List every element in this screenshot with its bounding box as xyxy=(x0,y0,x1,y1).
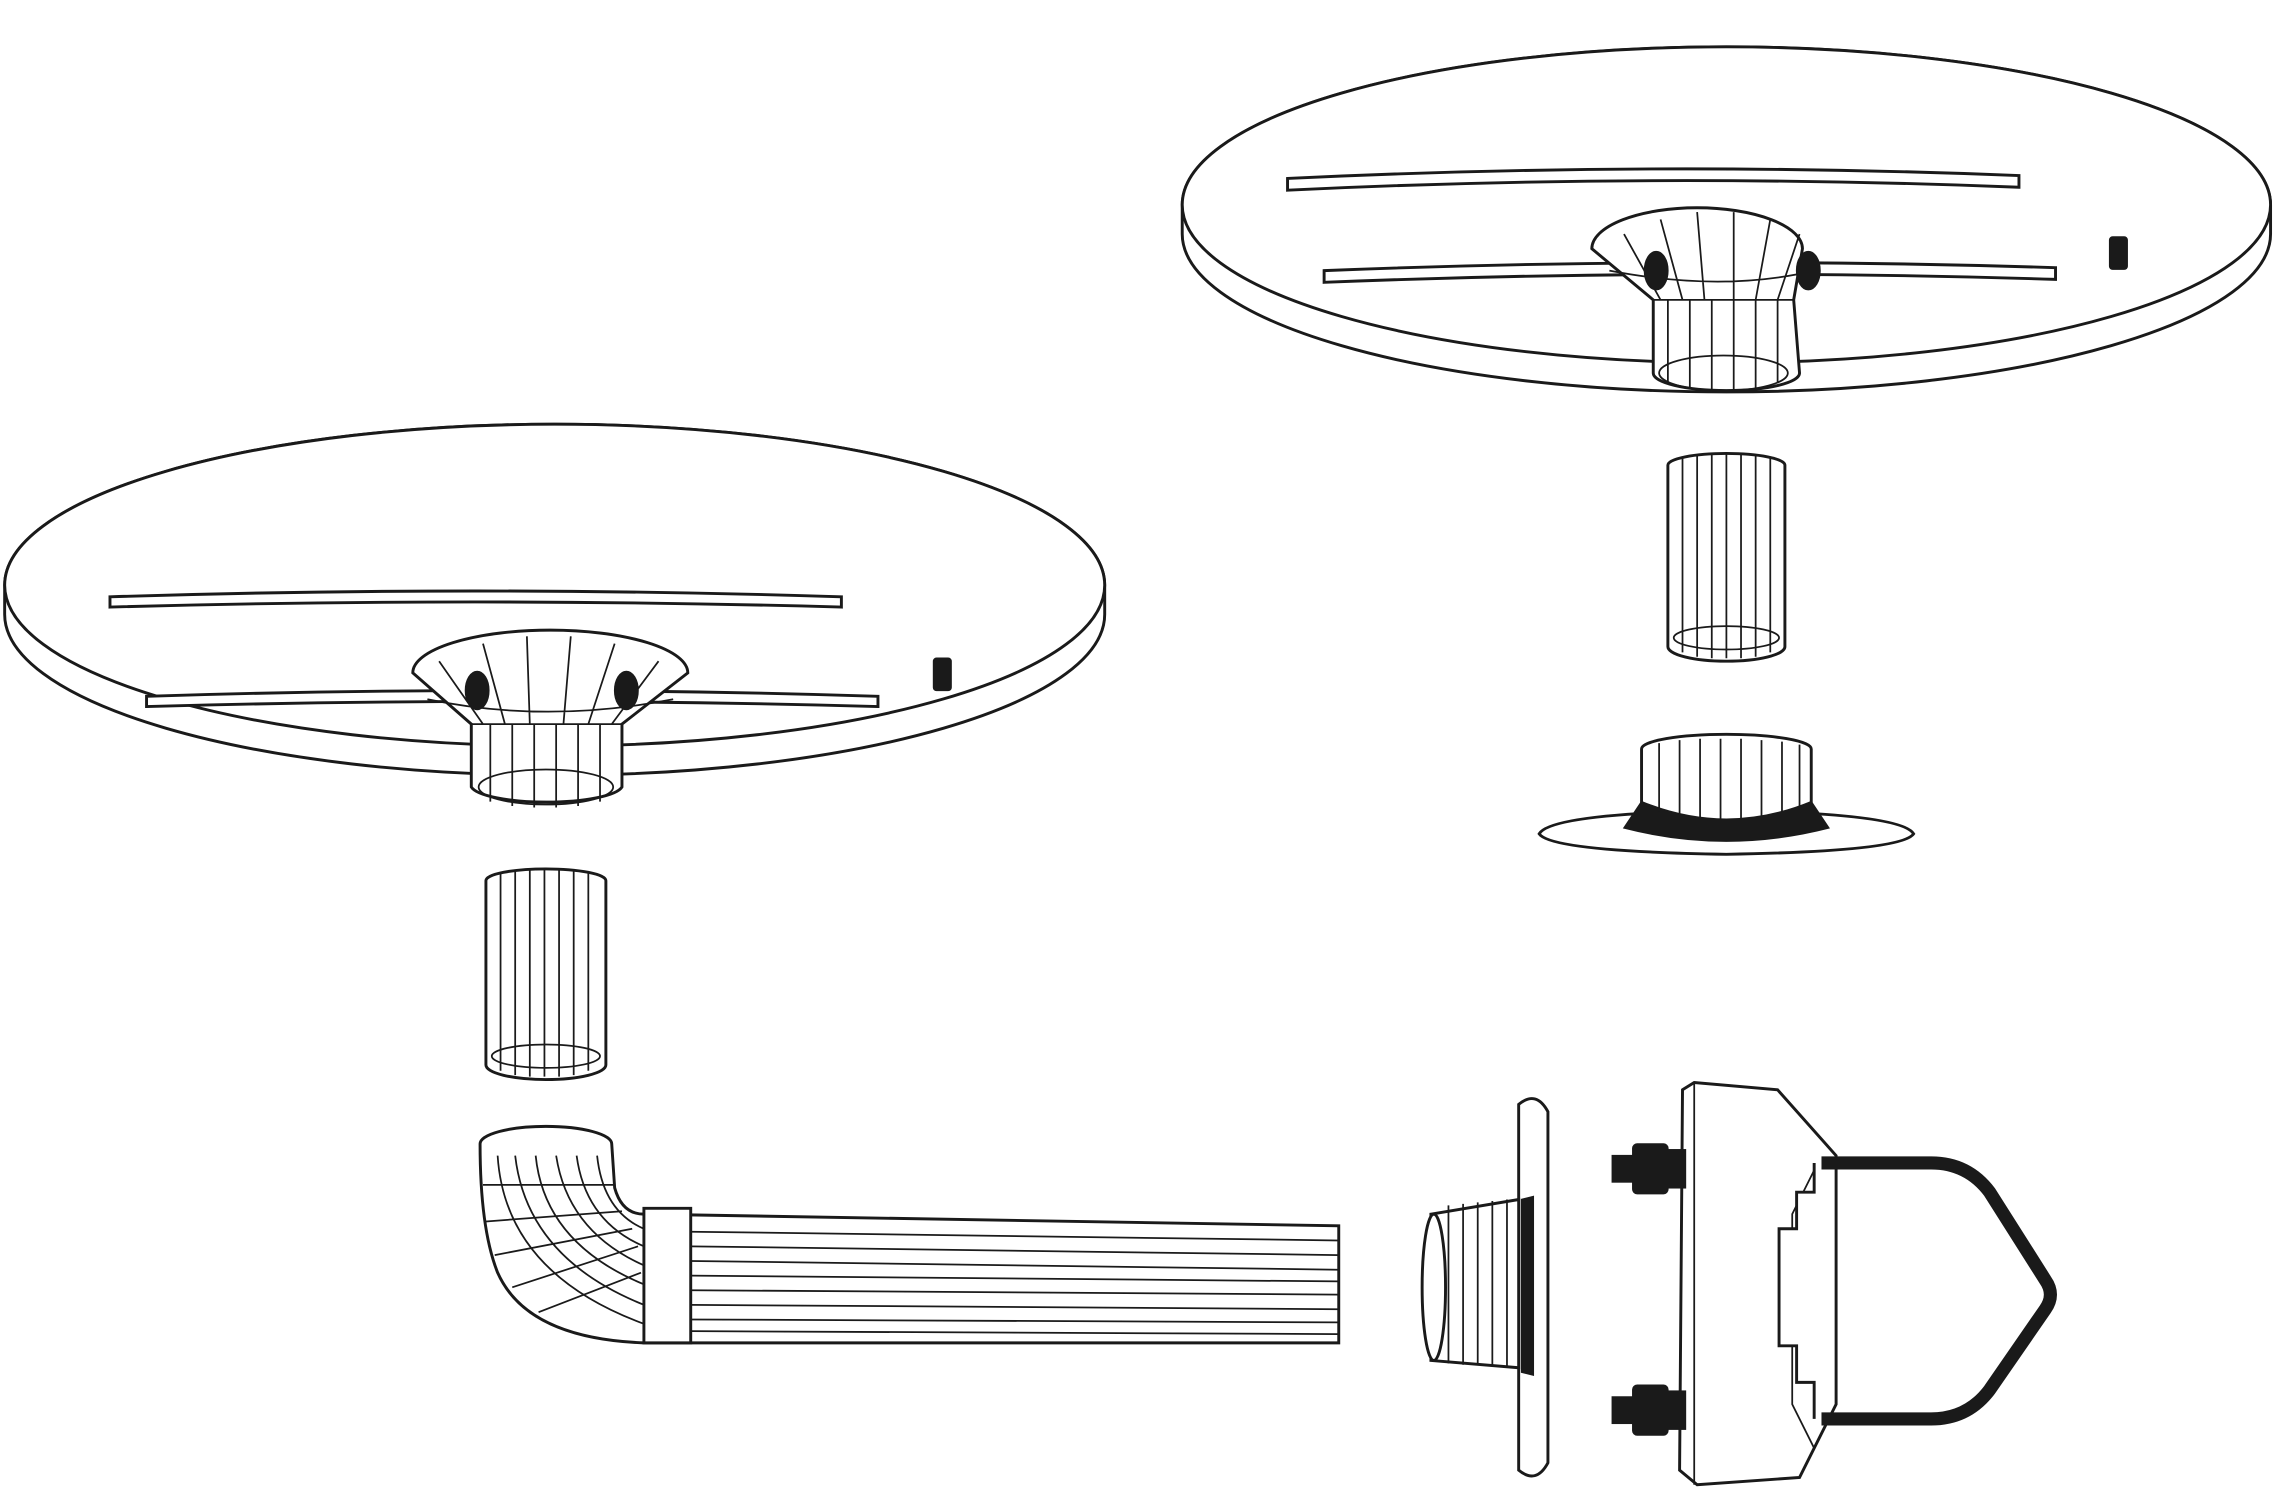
upper-right-flange xyxy=(1537,732,1916,856)
elbow-pipe xyxy=(478,1124,1341,1345)
upper-right-disk xyxy=(1180,45,2273,394)
upper-right-sleeve xyxy=(1666,452,1787,663)
hub xyxy=(411,628,690,808)
screw-icon xyxy=(932,657,952,692)
screw-icon xyxy=(2108,236,2128,270)
pipe-flange xyxy=(1420,1097,1550,1478)
u-bolt xyxy=(1821,1156,2057,1426)
mast-clamp-block xyxy=(1611,1080,2057,1487)
nut-top xyxy=(1611,1143,1687,1195)
nut-bottom xyxy=(1611,1384,1687,1436)
left-sleeve xyxy=(484,867,608,1082)
left-disk xyxy=(3,422,1107,808)
hub xyxy=(1590,206,1821,393)
